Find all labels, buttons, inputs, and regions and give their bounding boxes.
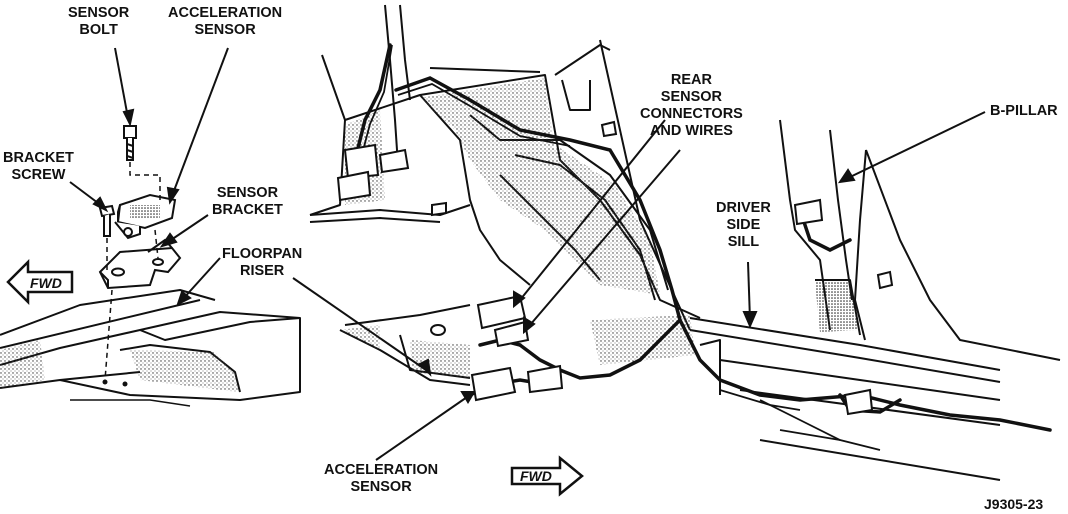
label-acceleration-sensor-bottom-line2: SENSOR [350,479,412,495]
label-acceleration-sensor-top: ACCELERATION SENSOR [168,5,282,39]
label-bracket-screw: BRACKET SCREW [3,150,74,184]
label-rear-sensor-connectors-line2: SENSOR [660,89,723,105]
label-acceleration-sensor-top-line1: ACCELERATION [168,5,283,21]
label-bracket-screw-line2: SCREW [11,167,66,183]
label-b-pillar-line1: B-PILLAR [990,103,1058,119]
label-floorpan-riser-line1: FLOORPAN [222,246,303,262]
label-driver-side-sill: DRIVER SIDE SILL [716,200,771,251]
wiring-harness-thin [359,44,881,451]
fwd-arrow-bottom-text: FWD [520,468,552,484]
label-driver-side-sill-line2: SIDE [726,217,761,233]
label-sensor-bracket-line1: SENSOR [216,185,279,201]
label-acceleration-sensor-bottom: ACCELERATION SENSOR [324,462,438,496]
label-sensor-bracket-line2: BRACKET [212,202,283,218]
fwd-arrow-left: FWD [6,258,74,306]
fwd-arrow-bottom: FWD [510,455,584,497]
label-driver-side-sill-line1: DRIVER [716,200,771,216]
label-sensor-bolt: SENSOR BOLT [68,5,129,39]
label-acceleration-sensor-bottom-line1: ACCELERATION [324,462,439,478]
assembly-dashed-lines [104,162,161,381]
label-driver-side-sill-line3: SILL [727,234,760,250]
floorpan-shading [130,350,238,392]
label-floorpan-riser: FLOORPAN RISER [222,246,302,280]
label-sensor-bolt-line1: SENSOR [68,5,130,21]
leader-lines-left [69,47,229,306]
label-sensor-bolt-line2: BOLT [79,22,118,38]
fwd-arrow-left-text: FWD [30,275,62,291]
sensor-bolt [123,125,137,161]
figure-number: J9305-23 [984,496,1044,512]
left-detail-floorpan [0,289,301,407]
leader-lines-main [292,111,986,461]
label-rear-sensor-connectors-line3: CONNECTORS [640,106,743,122]
label-floorpan-riser-line2: RISER [239,263,285,279]
label-b-pillar: B-PILLAR [990,103,1058,120]
label-bracket-screw-line1: BRACKET [3,150,74,166]
sensor-bracket [98,238,182,290]
label-rear-sensor-connectors-line4: AND WIRES [649,123,733,139]
label-rear-sensor-connectors-line1: REAR [670,72,712,88]
acceleration-sensor-block [114,193,177,240]
label-rear-sensor-connectors: REAR SENSOR CONNECTORS AND WIRES [640,72,743,140]
label-sensor-bracket: SENSOR BRACKET [212,185,283,219]
label-acceleration-sensor-top-line2: SENSOR [194,22,256,38]
